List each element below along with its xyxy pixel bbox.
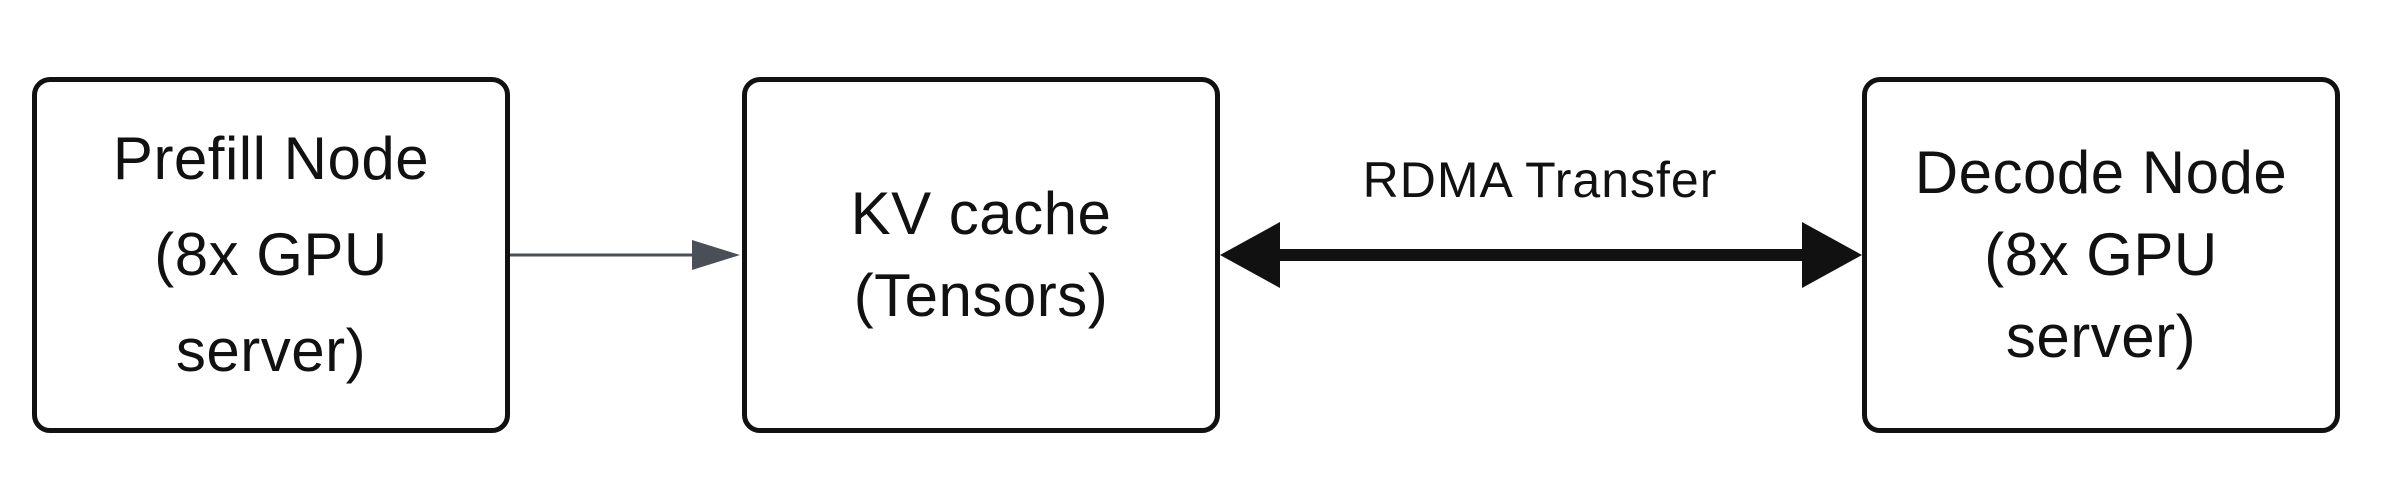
prefill-node-line-1: Prefill Node (112, 125, 430, 192)
decode-node-line-1: Decode Node (1914, 139, 2288, 206)
decode-node-label: Decode Node (8x GPU server) (1915, 132, 2287, 378)
kv-cache-node-label: KV cache (Tensors) (851, 173, 1112, 337)
arrow-prefill-to-kv (510, 240, 740, 270)
kv-cache-node-line-1: KV cache (850, 180, 1112, 247)
prefill-node-line-2: (8x GPU (154, 221, 388, 288)
arrow-kv-decode-bidirectional (1220, 222, 1862, 288)
prefill-node-box: Prefill Node (8x GPU server) (32, 77, 510, 433)
decode-node-box: Decode Node (8x GPU server) (1862, 77, 2340, 433)
kv-cache-node-box: KV cache (Tensors) (742, 77, 1220, 433)
prefill-node-label: Prefill Node (8x GPU server) (113, 111, 429, 399)
kv-cache-node-line-2: (Tensors) (853, 262, 1109, 329)
decode-node-line-2: (8x GPU (1984, 221, 2218, 288)
decode-node-line-3: server) (2005, 303, 2197, 370)
rdma-transfer-label: RDMA Transfer (1362, 152, 1718, 208)
prefill-node-line-3: server) (175, 317, 367, 384)
